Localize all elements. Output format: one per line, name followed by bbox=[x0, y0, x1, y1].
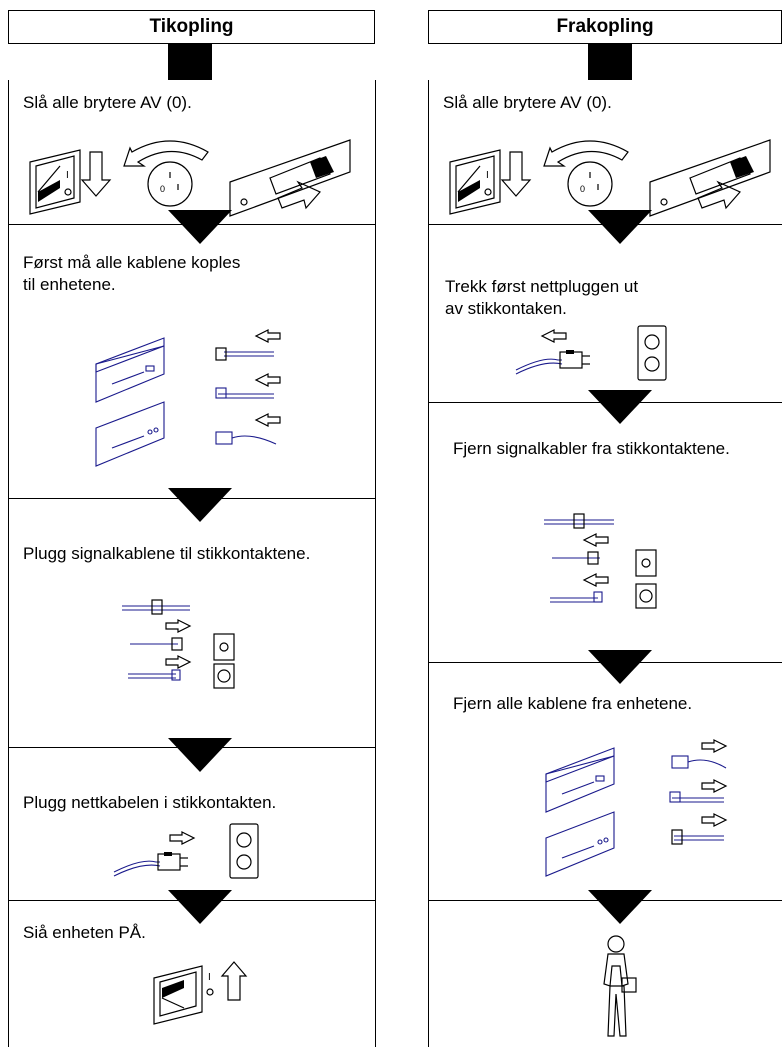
down-arrow-icon bbox=[500, 151, 532, 197]
header-tab-marker bbox=[588, 44, 632, 80]
rotary-knob-icon: 0 bbox=[543, 140, 629, 207]
header-tab-marker bbox=[168, 44, 212, 80]
coax-plug-icon bbox=[552, 551, 600, 565]
right-arrow-icon bbox=[169, 831, 196, 845]
unplug-signal-cables-illustration bbox=[544, 513, 657, 609]
remove-cables-from-devices-illustration bbox=[545, 739, 728, 877]
phone-cable-icon bbox=[550, 591, 603, 603]
svg-text:I: I bbox=[208, 972, 211, 983]
down-flow-arrow-icon bbox=[588, 650, 652, 684]
wall-outlet-icon bbox=[637, 325, 667, 381]
rotary-knob-icon: 0 bbox=[123, 140, 209, 207]
power-plug-cable-icon bbox=[515, 350, 590, 375]
svg-text:0: 0 bbox=[580, 184, 585, 194]
person-icon bbox=[603, 935, 637, 1037]
down-flow-arrow-icon bbox=[168, 738, 232, 772]
phone-outlet-icon bbox=[213, 663, 235, 689]
down-flow-arrow-icon bbox=[588, 390, 652, 424]
right-arrow-icon-1 bbox=[165, 619, 192, 633]
disconnect-steps-frame bbox=[428, 80, 782, 1047]
up-arrow-icon bbox=[220, 961, 248, 1001]
power-plug-icon bbox=[671, 755, 727, 769]
disconnect-step-1-text: Slå alle brytere AV (0). bbox=[443, 93, 612, 112]
down-flow-arrow-icon bbox=[168, 488, 232, 522]
connect-step-3-text: Plugg signalkablene til stikkontaktene. bbox=[23, 544, 311, 563]
slide-switch-icon bbox=[649, 139, 771, 217]
unplug-power-illustration bbox=[515, 325, 667, 381]
phone-cable-icon bbox=[128, 669, 181, 681]
disconnect-header: Frakopling bbox=[428, 10, 782, 44]
phone-plug-icon bbox=[215, 387, 274, 399]
power-switches-off-illustration: I 0 bbox=[449, 139, 771, 217]
down-flow-arrow-icon bbox=[588, 890, 652, 924]
rocker-switch-on-icon: I bbox=[153, 965, 214, 1025]
coax-connector-icon bbox=[671, 829, 724, 845]
rocker-switch-icon: I bbox=[29, 149, 81, 215]
left-arrow-icon-1 bbox=[254, 329, 281, 343]
connect-step-2-text: Først må alle kablene koples til enheten… bbox=[23, 253, 241, 294]
disconnect-column: Frakopling Slå alle brytere AV (0). I 0 bbox=[428, 0, 782, 1047]
disconnect-step-2-text: Trekk først nettpluggen ut av stikkontak… bbox=[445, 277, 639, 318]
svg-text:I: I bbox=[66, 170, 69, 181]
down-flow-arrow-icon bbox=[588, 210, 652, 244]
disconnect-step-4-text: Fjern alle kablene fra enhetene. bbox=[453, 694, 693, 713]
connect-column: Tikopling Slå alle brytere AV (0). I 0 bbox=[0, 0, 376, 1047]
person-walking-away-illustration bbox=[603, 935, 637, 1037]
right-arrow-icon-2 bbox=[701, 779, 728, 793]
coax-plug-icon bbox=[130, 637, 183, 651]
down-flow-arrow-icon bbox=[168, 210, 232, 244]
right-arrow-icon-1 bbox=[701, 739, 728, 753]
power-switches-off-illustration: I 0 bbox=[29, 139, 351, 217]
svg-text:I: I bbox=[486, 170, 489, 181]
connect-step-5-text: Siå enheten PÅ. bbox=[23, 923, 146, 942]
down-flow-arrow-icon bbox=[168, 890, 232, 924]
coax-outlet-icon bbox=[635, 549, 657, 577]
connect-header: Tikopling bbox=[8, 10, 375, 44]
left-arrow-icon-3 bbox=[254, 413, 281, 427]
phone-outlet-icon bbox=[635, 583, 657, 609]
left-arrow-icon bbox=[540, 329, 567, 343]
left-arrow-icon-1 bbox=[582, 533, 609, 547]
left-arrow-icon-2 bbox=[254, 373, 281, 387]
device-units-icon bbox=[545, 747, 615, 877]
cables-to-devices-illustration bbox=[95, 329, 281, 467]
power-plug-icon bbox=[215, 431, 277, 445]
phone-plug-icon bbox=[669, 791, 724, 803]
device-units-icon bbox=[95, 337, 165, 467]
coax-cable-icon bbox=[544, 513, 614, 529]
connect-steps-frame bbox=[8, 80, 376, 1047]
coax-cable-icon bbox=[122, 599, 190, 615]
signal-cables-to-outlets-illustration bbox=[122, 599, 235, 689]
svg-text:0: 0 bbox=[160, 184, 165, 194]
wall-outlet-icon bbox=[229, 823, 259, 879]
rocker-switch-icon: I bbox=[449, 149, 501, 215]
right-arrow-icon-3 bbox=[701, 813, 728, 827]
coax-connector-icon bbox=[215, 347, 274, 361]
right-arrow-icon-2 bbox=[165, 655, 192, 669]
slide-switch-icon bbox=[229, 139, 351, 217]
left-arrow-icon-2 bbox=[582, 573, 609, 587]
power-plug-cable-icon bbox=[113, 852, 188, 877]
coax-outlet-icon bbox=[213, 633, 235, 661]
power-cable-to-outlet-illustration bbox=[113, 823, 259, 879]
disconnect-step-3-text: Fjern signalkabler fra stikkontaktene. bbox=[453, 439, 730, 458]
connect-step-1-text: Slå alle brytere AV (0). bbox=[23, 93, 192, 112]
connect-step-4-text: Plugg nettkabelen i stikkontakten. bbox=[23, 793, 277, 812]
down-arrow-icon bbox=[80, 151, 112, 197]
power-switch-on-illustration: I bbox=[153, 961, 248, 1025]
